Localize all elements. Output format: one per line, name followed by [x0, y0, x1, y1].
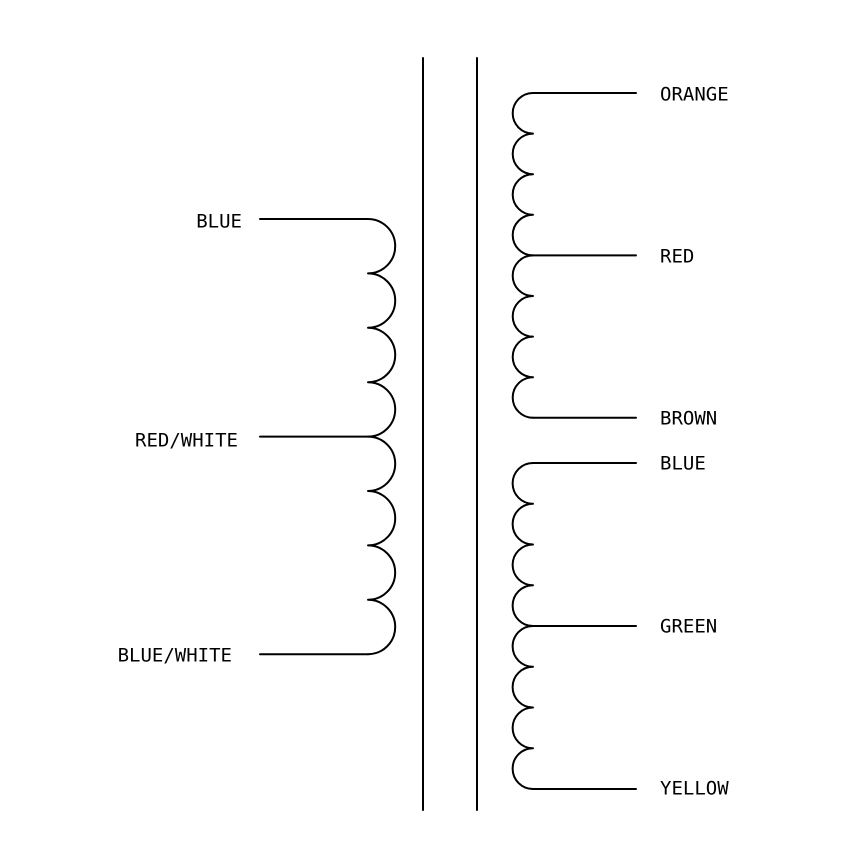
primary-lead-label-bottom: BLUE/WHITE: [118, 645, 232, 667]
secondary-winding-lower: BLUE GREEN YELLOW: [511, 453, 729, 800]
secondary-lower-lead-label-bottom: YELLOW: [660, 778, 729, 800]
primary-coil: [367, 218, 397, 656]
secondary-upper-lead-label-top: ORANGE: [660, 84, 729, 106]
secondary-winding-upper: ORANGE RED BROWN: [511, 84, 729, 430]
primary-winding: BLUE RED/WHITE BLUE/WHITE: [118, 211, 397, 667]
transformer-core: [422, 57, 478, 811]
secondary-lower-lead-label-top: BLUE: [660, 453, 706, 475]
secondary-lower-lead-label-center: GREEN: [660, 616, 717, 638]
secondary-upper-coil: [511, 92, 534, 419]
secondary-upper-lead-label-center: RED: [660, 246, 694, 268]
secondary-upper-lead-label-bottom: BROWN: [660, 408, 717, 430]
primary-lead-label-top: BLUE: [196, 211, 242, 233]
primary-lead-label-center: RED/WHITE: [135, 430, 238, 452]
secondary-lower-coil: [511, 462, 534, 790]
